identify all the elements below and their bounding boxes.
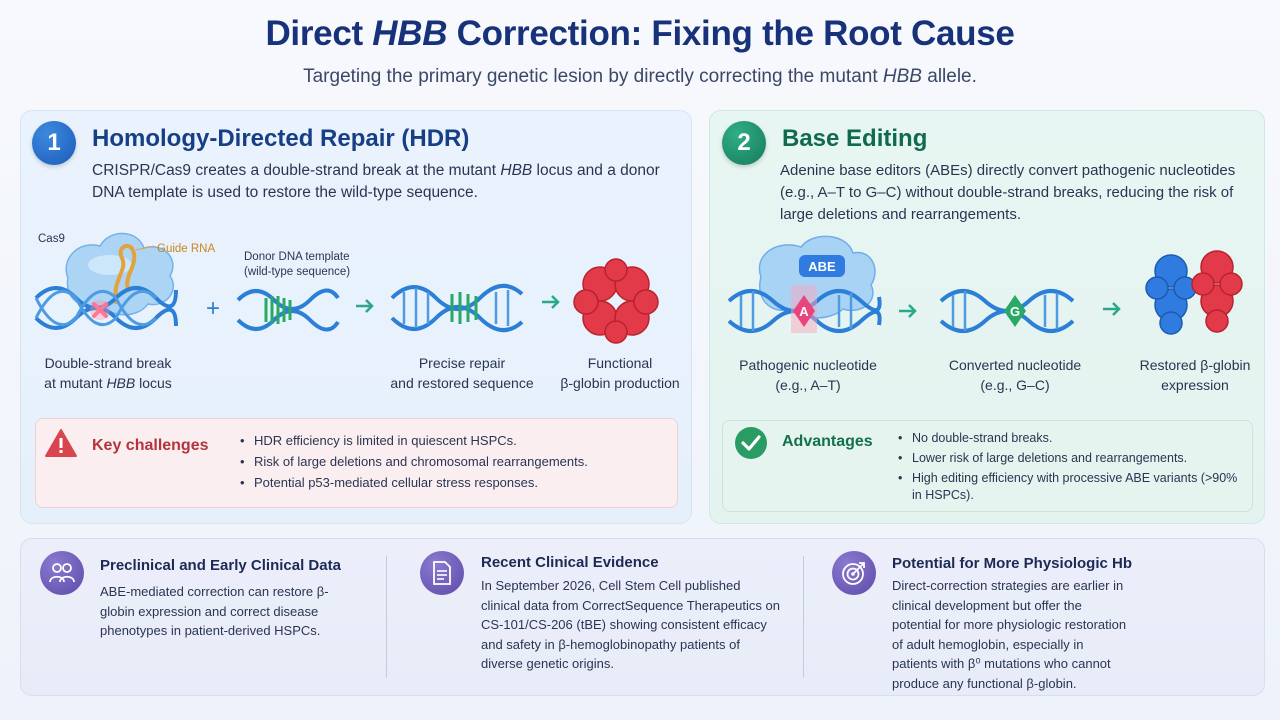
- plus-sign: +: [206, 295, 220, 322]
- subtitle-part-2: allele.: [921, 66, 977, 87]
- be-number-badge: 2: [722, 121, 766, 165]
- be-step-restored-label: Restored β-globin expression: [1139, 357, 1251, 393]
- challenges-title: Key challenges: [92, 437, 209, 454]
- cas9-label: Cas9: [38, 233, 65, 245]
- base-a-label: A: [799, 304, 809, 319]
- advantages-title: Advantages: [782, 433, 873, 450]
- hemoglobin-icon: [573, 258, 659, 344]
- challenge-item: Potential p53-mediated cellular stress r…: [240, 472, 588, 493]
- guide-rna-label: Guide RNA: [157, 243, 216, 255]
- title-part-2: Correction: Fixing the Root Cause: [447, 14, 1015, 53]
- advantage-item: No double-strand breaks.: [898, 430, 1238, 447]
- clinical-evidence-title: Recent Clinical Evidence: [481, 554, 659, 571]
- be-step-pathogenic-label: Pathogenic nucleotide (e.g., A–T): [739, 357, 877, 393]
- subtitle-part-1: Targeting the primary genetic lesion by …: [303, 66, 883, 87]
- warning-icon: [45, 429, 77, 457]
- subtitle-gene: HBB: [882, 66, 922, 87]
- be-title: Base Editing: [782, 125, 928, 152]
- people-icon: [40, 551, 84, 595]
- arrow-right-icon: [542, 295, 560, 309]
- be-diagram: ABE A G: [727, 235, 1243, 335]
- advantages-list: No double-strand breaks. Lower risk of l…: [898, 430, 1238, 504]
- challenge-item: HDR efficiency is limited in quiescent H…: [240, 430, 588, 451]
- repaired-dna-icon: [390, 284, 524, 332]
- base-g-label: G: [1010, 304, 1020, 319]
- hdr-title: Homology-Directed Repair (HDR): [92, 125, 470, 152]
- physiologic-hb-title: Potential for More Physiologic Hb: [892, 555, 1133, 572]
- converted-dna-icon: G: [939, 289, 1075, 333]
- advantage-item: High editing efficiency with processive …: [898, 470, 1238, 504]
- advantage-item: Lower risk of large deletions and rearra…: [898, 450, 1238, 467]
- bottom-divider: [803, 556, 804, 678]
- page-subtitle: Targeting the primary genetic lesion by …: [0, 66, 1280, 88]
- document-icon: [420, 551, 464, 595]
- hdr-description: CRISPR/Cas9 creates a double-strand brea…: [92, 162, 660, 201]
- preclinical-title: Preclinical and Early Clinical Data: [100, 557, 341, 574]
- arrow-right-icon: [1103, 302, 1121, 316]
- title-gene: HBB: [372, 14, 448, 53]
- dna-break-icon: [34, 286, 178, 330]
- guide-rna-icon: [113, 243, 137, 304]
- hdr-step-globin-label: Functional β-globin production: [560, 355, 680, 391]
- preclinical-text: ABE-mediated correction can restore β-gl…: [100, 584, 329, 638]
- be-step-converted-label: Converted nucleotide (e.g., G–C): [948, 357, 1082, 393]
- hdr-step-repair-label: Precise repair and restored sequence: [390, 355, 534, 391]
- bottom-divider: [386, 556, 387, 678]
- donor-template-label: Donor DNA template (wild-type sequence): [244, 251, 351, 278]
- title-part-1: Direct: [265, 14, 373, 53]
- physiologic-hb-text: Direct-correction strategies are earlier…: [892, 578, 1127, 691]
- donor-dna-icon: [236, 288, 340, 332]
- hdr-diagram: +: [34, 232, 659, 344]
- clinical-evidence-text: In September 2026, Cell Stem Cell publis…: [481, 578, 780, 671]
- target-icon: [832, 551, 876, 595]
- pathogenic-dna-icon: A: [727, 285, 882, 333]
- check-circle-icon: [735, 427, 767, 459]
- arrow-right-icon: [356, 299, 374, 313]
- challenge-item: Risk of large deletions and chromosomal …: [240, 451, 588, 472]
- bottom-panel: [20, 538, 1265, 696]
- restored-hemoglobin-icon: [1145, 250, 1243, 335]
- abe-label: ABE: [808, 259, 836, 274]
- arrow-right-icon: [899, 304, 917, 318]
- be-description: Adenine base editors (ABEs) directly con…: [780, 162, 1236, 223]
- page-title: Direct HBB Correction: Fixing the Root C…: [0, 14, 1280, 54]
- hdr-number-badge: 1: [32, 121, 76, 165]
- abe-protein-icon: ABE: [758, 235, 876, 319]
- challenges-list: HDR efficiency is limited in quiescent H…: [240, 430, 588, 493]
